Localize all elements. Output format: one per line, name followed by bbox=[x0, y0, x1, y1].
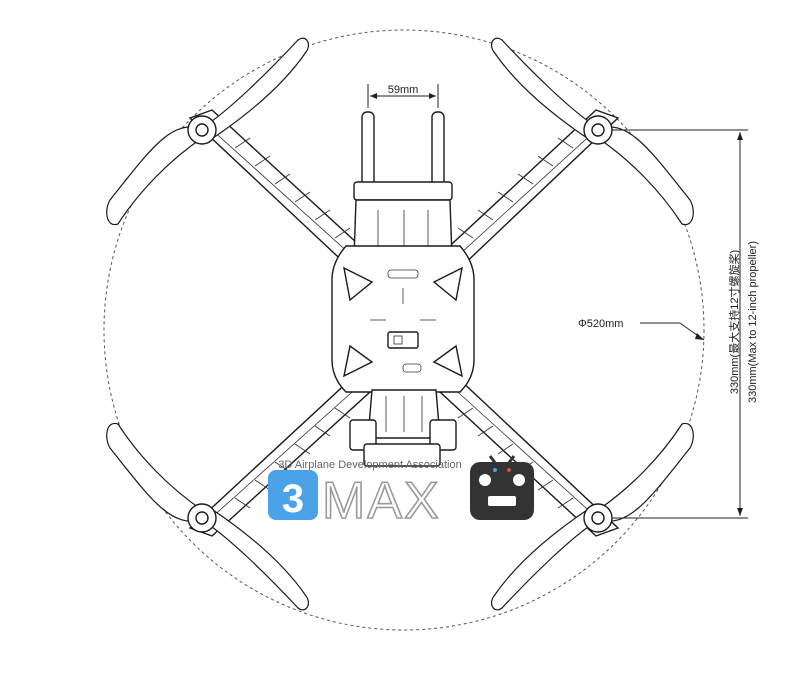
watermark: 3D Airplane Development Association 3 MA… bbox=[268, 455, 534, 531]
watermark-association: 3D Airplane Development Association bbox=[278, 459, 461, 471]
logo-number: 3 bbox=[282, 477, 304, 521]
flight-controller bbox=[387, 331, 419, 349]
diameter-circle bbox=[103, 29, 705, 631]
dim-diameter: Φ520mm bbox=[578, 318, 705, 341]
gimbal-base bbox=[363, 443, 441, 467]
propeller-top-left bbox=[106, 37, 310, 226]
logo-text: MAX bbox=[322, 472, 441, 530]
dim-diameter-label: Φ520mm bbox=[578, 318, 623, 330]
dim-motor-spacing-cn: 330mm(最大支持12寸螺旋桨) bbox=[727, 250, 741, 394]
center-frame bbox=[331, 111, 475, 467]
dim-standoff-label: 59mm bbox=[388, 84, 419, 96]
propeller-bottom-left bbox=[106, 422, 310, 611]
standoff-left bbox=[361, 111, 375, 193]
dim-motor-spacing-en: 330mm(Max to 12-inch propeller) bbox=[747, 241, 759, 403]
remote-controller-icon bbox=[470, 455, 534, 520]
dim-standoff-spacing: 59mm bbox=[367, 84, 439, 108]
gimbal-left bbox=[349, 419, 377, 451]
logo-3-badge bbox=[268, 470, 318, 520]
standoff-right bbox=[431, 111, 445, 193]
propeller-top-right bbox=[490, 37, 694, 226]
propeller-bottom-right bbox=[490, 422, 694, 611]
gimbal-right bbox=[429, 419, 457, 451]
dim-motor-spacing: 330mm(最大支持12寸螺旋桨) 330mm(Max to 12-inch p… bbox=[612, 129, 759, 519]
